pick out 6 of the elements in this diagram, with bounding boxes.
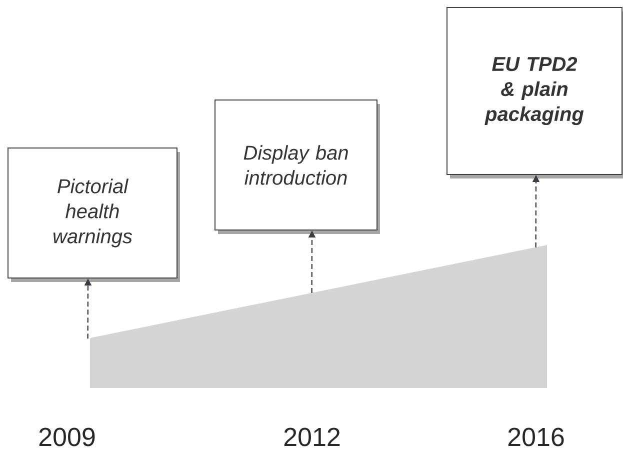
year-label: 2009 bbox=[39, 428, 95, 446]
year-label: 2012 bbox=[284, 428, 340, 446]
text-box: Display ban introduction bbox=[214, 100, 380, 234]
text-box: Pictorial health warnings bbox=[8, 148, 180, 282]
text-box: EU TPD2 & plain packaging bbox=[446, 7, 623, 178]
year-label: 2016 bbox=[508, 428, 564, 446]
